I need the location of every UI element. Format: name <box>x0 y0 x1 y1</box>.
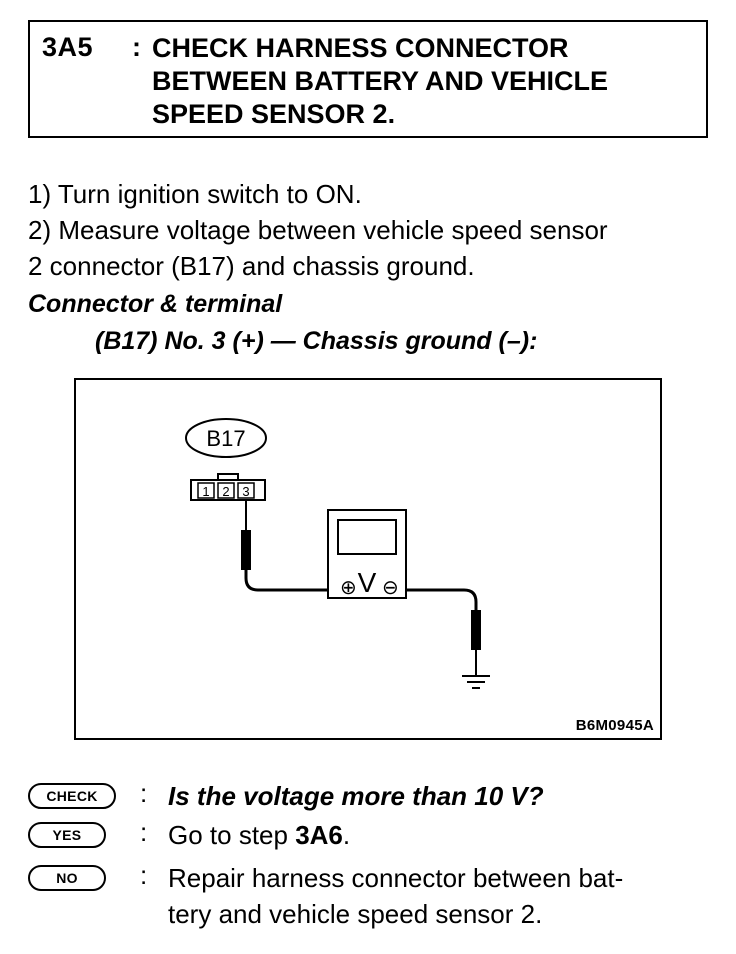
voltmeter-symbol: V <box>358 567 377 598</box>
negative-lead-wire <box>406 588 478 610</box>
yes-row: YES : Go to step 3A6. <box>28 817 728 853</box>
connector-pin-label: 3 <box>242 484 249 499</box>
chassis-ground-icon <box>462 675 490 689</box>
no-text-line: Repair harness connector between bat- <box>168 863 624 893</box>
yes-text-prefix: Go to step <box>168 820 296 850</box>
minus-terminal-icon: ⊖ <box>382 577 399 599</box>
step-title-line: BETWEEN BATTERY AND VEHICLE <box>152 66 609 96</box>
step-title: CHECK HARNESS CONNECTOR BETWEEN BATTERY … <box>152 32 692 131</box>
step-title-line: CHECK HARNESS CONNECTOR <box>152 33 569 63</box>
connector-pin-cell <box>237 482 255 499</box>
connector-latch <box>217 473 239 481</box>
connector-pin-label: 1 <box>202 484 209 499</box>
no-badge: NO <box>28 865 106 891</box>
wiring-diagram: B17 1 2 3 ⊕ V ⊖ B6M0945A <box>74 378 662 740</box>
no-text-line: tery and vehicle speed sensor 2. <box>168 899 543 929</box>
positive-probe <box>241 530 251 570</box>
yes-step-link: 3A6 <box>295 820 343 850</box>
positive-lead-wire <box>244 570 328 592</box>
connector-pin-cell <box>217 482 235 499</box>
negative-probe <box>471 610 481 650</box>
voltmeter-display <box>337 519 397 555</box>
check-colon: : <box>140 778 148 808</box>
plus-terminal-icon: ⊕ <box>340 577 357 599</box>
step-header-box: 3A5 : CHECK HARNESS CONNECTOR BETWEEN BA… <box>28 20 708 138</box>
step-title-line: SPEED SENSOR 2. <box>152 99 396 129</box>
figure-code: B6M0945A <box>575 717 654 734</box>
instruction-line: 2 connector (B17) and chassis ground. <box>28 251 475 281</box>
connector-pin-label: 2 <box>222 484 229 499</box>
check-badge: CHECK <box>28 783 116 809</box>
connector-heading: Connector & terminal <box>28 290 283 318</box>
connector-label-oval <box>185 418 267 458</box>
no-text: Repair harness connector between bat- te… <box>168 860 623 932</box>
no-colon: : <box>140 860 148 890</box>
yes-text: Go to step 3A6. <box>168 817 350 853</box>
connector-spec: (B17) No. 3 (+) — Chassis ground (–): <box>95 327 538 355</box>
instruction-line: 1) Turn ignition switch to ON. <box>28 179 362 209</box>
wiring-diagram-svg: B17 1 2 3 ⊕ V ⊖ <box>185 418 490 689</box>
yes-badge: YES <box>28 822 106 848</box>
step-id: 3A5 <box>42 32 94 62</box>
instruction-line: 2) Measure voltage between vehicle speed… <box>28 215 608 245</box>
step-separator: : <box>132 32 141 62</box>
connector-label: B17 <box>206 426 245 451</box>
check-question: Is the voltage more than 10 V? <box>168 781 544 811</box>
check-row: CHECK : Is the voltage more than 10 V? <box>28 778 728 814</box>
connector-pin-cell <box>197 482 215 499</box>
yes-colon: : <box>140 817 148 847</box>
no-row: NO : Repair harness connector between ba… <box>28 860 728 932</box>
yes-text-suffix: . <box>342 820 351 850</box>
instructions: 1) Turn ignition switch to ON. 2) Measur… <box>28 176 728 284</box>
